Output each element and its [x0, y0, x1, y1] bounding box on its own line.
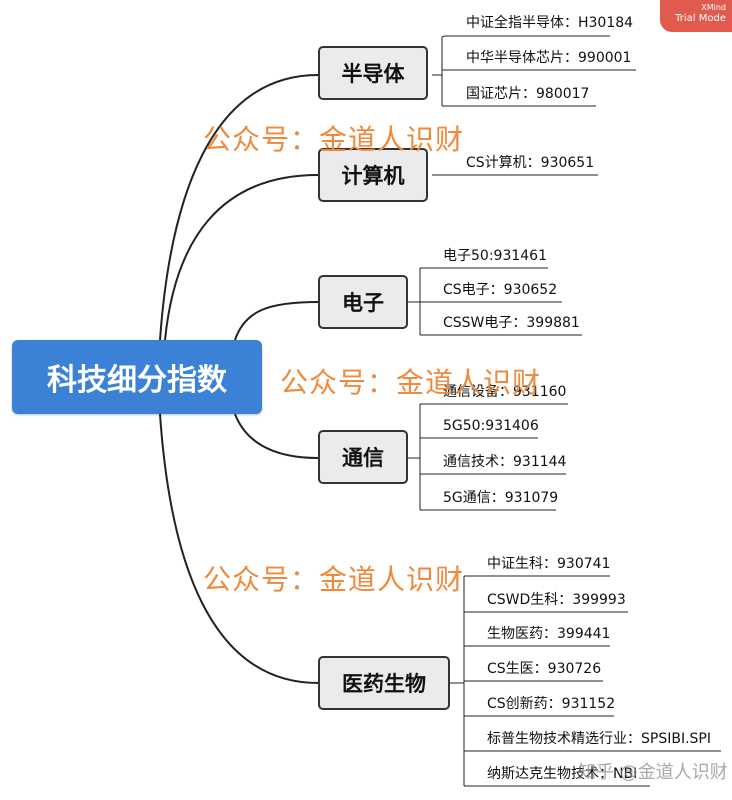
branch-biomedicine[interactable]: 医药生物: [318, 656, 450, 710]
leaf-electronics-2[interactable]: CS电子：930652: [443, 282, 558, 298]
branch-computer[interactable]: 计算机: [318, 148, 428, 202]
branch-telecom[interactable]: 通信: [318, 430, 408, 484]
root-topic[interactable]: 科技细分指数: [12, 340, 262, 414]
watermark-text-1: 公众号：金道人识财: [203, 123, 465, 156]
leaf-telecom-2[interactable]: 5G50:931406: [443, 418, 539, 434]
leaf-biomedicine-1[interactable]: 中证生科：930741: [487, 556, 611, 572]
leaf-biomedicine-4[interactable]: CS生医：930726: [487, 661, 602, 677]
badge-line-1: XMind: [701, 3, 726, 12]
leaf-telecom-3[interactable]: 通信技术：931144: [443, 454, 567, 470]
leaf-semiconductor-3[interactable]: 国证芯片：980017: [466, 86, 590, 102]
leaf-telecom-4[interactable]: 5G通信：931079: [443, 490, 559, 506]
leaf-electronics-3[interactable]: CSSW电子：399881: [443, 315, 580, 331]
leaf-biomedicine-7[interactable]: 纳斯达克生物技术：NBI: [487, 766, 638, 782]
branch-semiconductor[interactable]: 半导体: [318, 46, 428, 100]
leaf-biomedicine-6[interactable]: 标普生物技术精选行业：SPSIBI.SPI: [487, 731, 711, 747]
badge-line-2: Trial Mode: [675, 13, 726, 24]
leaf-electronics-1[interactable]: 电子50:931461: [443, 248, 547, 264]
xmind-trial-badge: XMind Trial Mode: [660, 0, 732, 32]
leaf-biomedicine-3[interactable]: 生物医药：399441: [487, 626, 611, 642]
watermark-text-2: 公众号：金道人识财: [280, 366, 542, 399]
zhihu-watermark: 知乎 @金道人识财: [578, 762, 728, 783]
leaf-semiconductor-1[interactable]: 中证全指半导体：H30184: [466, 15, 634, 31]
branch-electronics[interactable]: 电子: [318, 275, 408, 329]
leaf-computer-1[interactable]: CS计算机：930651: [466, 155, 595, 171]
leaf-biomedicine-5[interactable]: CS创新药：931152: [487, 696, 616, 712]
watermark-text-3: 公众号：金道人识财: [203, 563, 465, 596]
leaf-semiconductor-2[interactable]: 中华半导体芯片：990001: [466, 50, 632, 66]
leaf-biomedicine-2[interactable]: CSWD生科：399993: [487, 592, 626, 608]
leaf-telecom-1[interactable]: 通信设备：931160: [443, 384, 567, 400]
